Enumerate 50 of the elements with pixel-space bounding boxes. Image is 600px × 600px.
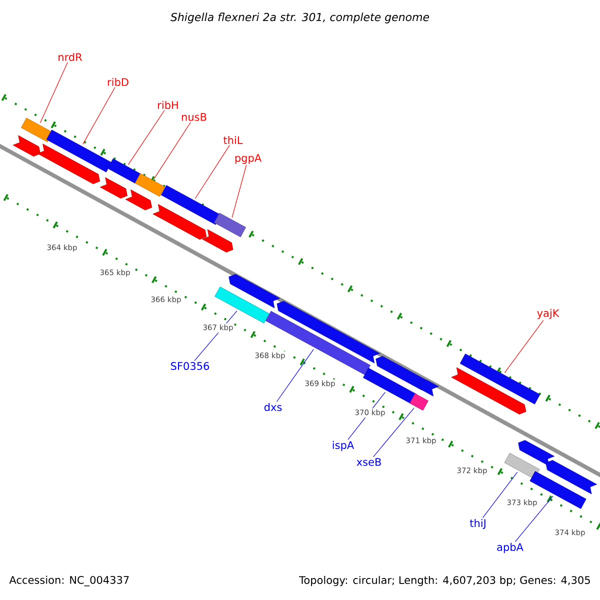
gene-block <box>214 286 270 324</box>
leader-line <box>40 62 68 124</box>
gene-block <box>100 177 128 199</box>
gene-block <box>125 190 152 210</box>
leader-line <box>194 144 230 199</box>
gene-label: ispA <box>332 440 354 452</box>
gene-block <box>214 212 246 238</box>
gene-block <box>451 367 526 414</box>
title: Shigella flexneri 2a str. 301, complete genome <box>170 12 430 24</box>
gene-block <box>108 158 140 184</box>
gene-label: apbA <box>497 542 524 554</box>
gene-block <box>202 229 234 252</box>
gene-block <box>37 144 100 184</box>
gene-block <box>504 452 540 480</box>
footer-text: Topology: circular; Length: 4,607,203 bp; Genes: 4,305 <box>299 576 590 586</box>
gene-label: thiL <box>224 136 243 144</box>
gene-label: pgpA <box>235 154 262 164</box>
gene-block <box>546 460 597 494</box>
leader-line <box>128 110 165 165</box>
gene-label: ribD <box>108 78 128 86</box>
gene-block <box>518 440 555 466</box>
leader-line <box>514 496 554 542</box>
gene-block <box>410 393 428 411</box>
gene-block <box>363 368 417 404</box>
leader-line <box>276 349 314 402</box>
gene-block <box>228 274 280 308</box>
gene-label: SF0356 <box>170 362 210 370</box>
gene-block <box>376 356 427 390</box>
gene-block <box>420 380 439 396</box>
gene-block <box>160 185 222 225</box>
gene-block <box>134 173 166 197</box>
leader-line <box>482 472 518 518</box>
footer-text: Accession: NC_004337 <box>9 576 129 586</box>
leader-line <box>372 408 414 458</box>
gene-label: nusB <box>182 113 206 121</box>
gene-label: thiJ <box>470 518 486 530</box>
gene-label: yajK <box>537 308 560 320</box>
gene-label: nrdR <box>58 52 82 62</box>
gene-block <box>152 204 207 240</box>
leader-line <box>504 320 544 374</box>
gene-label: xseB <box>356 458 381 466</box>
gene-block <box>12 135 40 157</box>
gene-block <box>46 130 112 172</box>
gene-block <box>460 354 540 404</box>
gene-label: dxs <box>264 402 282 412</box>
gene-block <box>21 118 53 142</box>
leader-line <box>154 122 191 179</box>
leader-line <box>232 164 247 218</box>
gene-label: ribH <box>158 100 178 110</box>
leader-line <box>82 86 116 145</box>
